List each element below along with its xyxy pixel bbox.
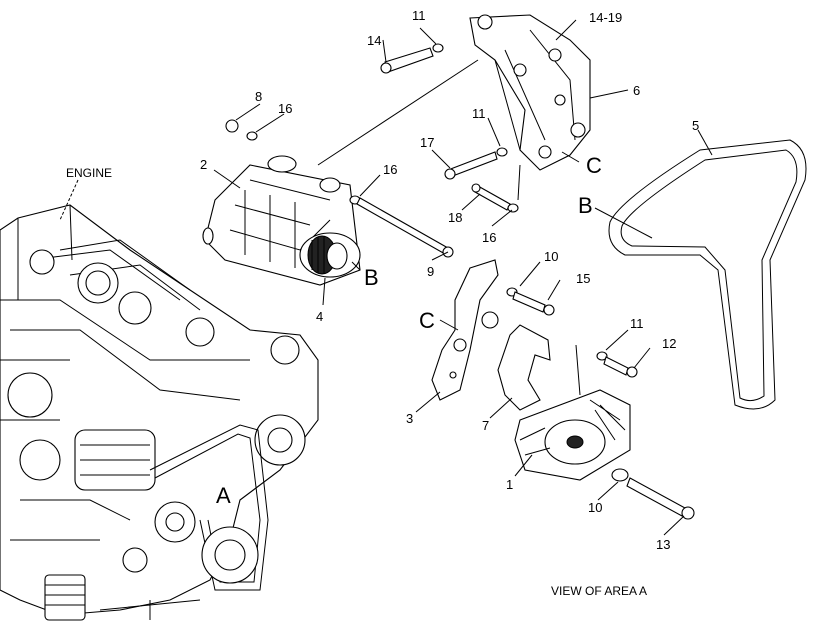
- callout-3: 3: [406, 411, 413, 426]
- view-letters: A B B C C: [216, 153, 602, 508]
- engine-label: ENGINE: [66, 166, 112, 180]
- view-caption: VIEW OF AREA A: [551, 584, 647, 598]
- callout-17: 17: [420, 135, 434, 150]
- engine-leader-line: [59, 179, 79, 221]
- callout-16-left: 16: [278, 101, 292, 116]
- letter-B-belt: B: [578, 193, 593, 218]
- callout-8: 8: [255, 89, 262, 104]
- idler-plate-illustration: [431, 259, 499, 401]
- callout-11-top: 11: [412, 8, 426, 23]
- hardware-illustration: [225, 43, 695, 520]
- callout-12: 12: [662, 336, 676, 351]
- mounting-bracket-illustration: [469, 14, 591, 171]
- letter-C-plate: C: [419, 308, 435, 333]
- letter-A: A: [216, 483, 231, 508]
- callout-2: 2: [200, 157, 207, 172]
- callout-15: 15: [576, 271, 590, 286]
- callout-10-top: 10: [544, 249, 558, 264]
- callout-numbers: 11 14 14-19 6 8 16 2 16 17 11 18 16 9 4 …: [200, 8, 699, 552]
- leader-lines: [213, 19, 713, 536]
- callout-11-right: 11: [630, 316, 644, 331]
- engine-illustration: [0, 204, 319, 621]
- callout-9: 9: [427, 264, 434, 279]
- belt-tensioner-illustration: [514, 389, 631, 481]
- callout-14: 14: [367, 33, 381, 48]
- letter-C-bracket: C: [586, 153, 602, 178]
- pulley-illustration: [299, 232, 361, 278]
- tensioner-bracket-illustration: [497, 324, 551, 411]
- callout-7: 7: [482, 418, 489, 433]
- callout-16-mid: 16: [383, 162, 397, 177]
- callout-13: 13: [656, 537, 670, 552]
- callout-5: 5: [692, 118, 699, 133]
- letter-B-pulley: B: [364, 265, 379, 290]
- callout-11-mid: 11: [472, 106, 486, 121]
- callout-18: 18: [448, 210, 462, 225]
- callout-4: 4: [316, 309, 323, 324]
- callout-16-right: 16: [482, 230, 496, 245]
- callout-6: 6: [633, 83, 640, 98]
- callout-14-19: 14-19: [589, 10, 622, 25]
- drive-belt-illustration: [608, 139, 807, 410]
- callout-10-bottom: 10: [588, 500, 602, 515]
- callout-1: 1: [506, 477, 513, 492]
